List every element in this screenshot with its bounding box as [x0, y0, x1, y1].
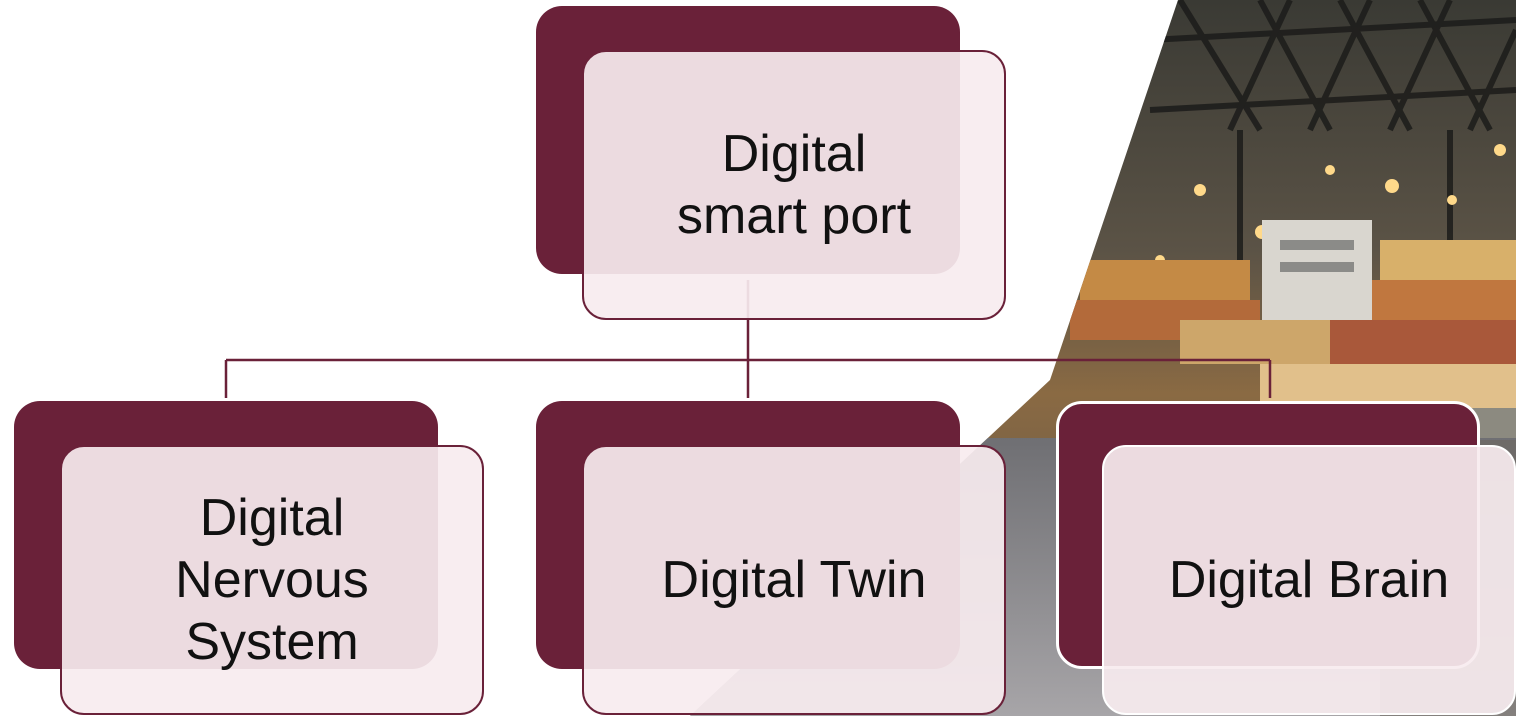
- node-label: Digital Twin: [661, 551, 927, 609]
- node-digital-nervous-system: Digital Nervous System: [14, 401, 484, 721]
- node-card: Digital Twin: [582, 445, 1006, 715]
- node-digital-twin: Digital Twin: [536, 401, 1006, 721]
- node-digital-smart-port: Digital smart port: [536, 6, 1006, 326]
- node-card: Digital Brain: [1102, 445, 1516, 715]
- node-card: Digital smart port: [582, 50, 1006, 320]
- node-label: Digital Nervous System: [175, 489, 369, 671]
- node-card: Digital Nervous System: [60, 445, 484, 715]
- node-digital-brain: Digital Brain: [1056, 401, 1516, 721]
- node-label: Digital smart port: [676, 125, 912, 245]
- node-label: Digital Brain: [1168, 551, 1450, 609]
